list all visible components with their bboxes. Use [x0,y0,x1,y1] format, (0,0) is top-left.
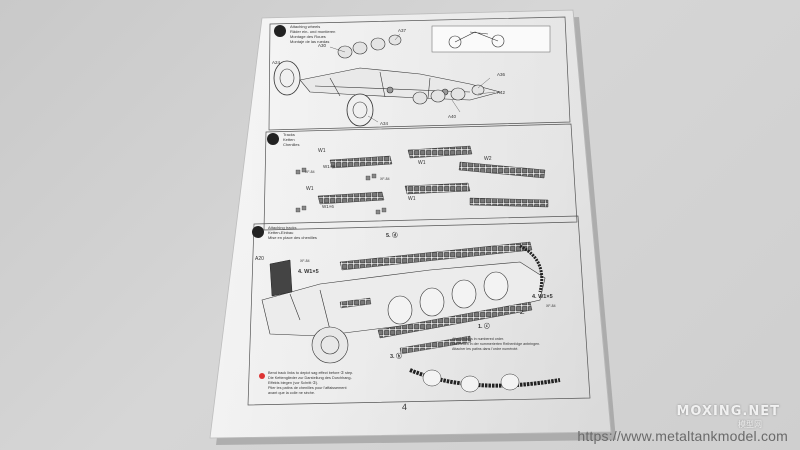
step-5-title-3: Montage des Roues [290,34,326,39]
part-a36: A36 [497,72,506,77]
track-strip-4 [317,191,385,205]
front-wheel-right [346,93,374,127]
part-a20: A20 [255,256,264,262]
step-6-panel: 6 Tracks Ketten Chenilles W1 [263,123,578,231]
page-number: 4 [401,401,408,413]
road-wheel-set-bottom [412,84,485,105]
note-line-2: Die Ketten in der nummerierten Reihenfol… [452,342,540,346]
step-5-title-2: Räder ein- und montieren [290,29,335,34]
part-w1x6: W1×6 [322,204,334,209]
watermark-brand: MOXING.NET [676,404,780,419]
track-strip-6 [469,197,549,208]
track-strip-5 [404,182,471,195]
inset-vehicle-view [431,25,551,53]
footnote-block: Bend track links to depict sag effect be… [259,371,353,395]
note-line-1: Attach tracks in numbered order. [452,337,504,341]
track-links-loose [339,297,472,355]
step-7-title-2: Ketten-Einbau [268,230,293,235]
track-links-cluster [295,167,387,215]
part-w1x5-a: W1×5 [323,164,335,169]
part-xf84-a: XF-84 [305,170,315,174]
part-a34: A34 [380,121,389,126]
part-w1-c: W1 [306,186,314,192]
track-sag-detail [409,368,561,393]
step-5-title-1: Attaching wheels [290,24,320,29]
track-run-lower [377,301,533,339]
footnote-line-2: Die Kettenglieder zur Darstellung des Du… [268,376,353,380]
chassis-drawing [299,67,502,101]
track-run-upper [339,241,544,293]
step-5-number: 5 [277,28,283,38]
step-6-title-2: Ketten [283,137,295,142]
step-6-title-3: Chenilles [283,142,299,147]
callout-1c: 1. ⓒ [478,322,490,330]
step-7-panel: 7 Attaching tracks Ketten-Einbau Mise en… [247,215,591,406]
step-5-panel: 5 Attaching wheels Räder ein- und montie… [268,16,571,131]
callout-4w1-right: 4. W1×5 [532,294,553,300]
part-w1-b: W1 [418,160,426,166]
callout-5d: 5. ⓓ [386,231,398,239]
part-a40: A40 [448,114,457,119]
front-wheel-left [273,60,301,96]
footnote-line-4: Plier les patins de chenilles pour l'aff… [268,386,347,390]
step-7-number: 7 [255,229,261,239]
track-strip-3 [458,161,546,179]
footnote-line-1: Bend track links to depict sag effect be… [268,371,353,375]
footnote-line-3: Effekts biegen (vor Schritt ②). [268,381,318,385]
halftrack-drawing [261,261,546,364]
track-strip-1 [329,155,393,169]
part-a37: A37 [398,28,407,33]
step-5-title-4: Montaje de las ruedas [290,39,329,44]
callout-3b: 3. ⓑ [390,352,402,360]
watermark-brand-sub: 模型网 [738,420,762,429]
step-7-title-3: Mise en place des chenilles [268,235,317,240]
part-a24: A24 [272,60,281,65]
callout-2: 2. [520,310,525,316]
step-6-number: 6 [270,136,276,146]
step-7-title-1: Attaching tracks [268,225,296,230]
watermark-url: https://www.metaltankmodel.com [577,428,788,444]
track-strip-2 [407,145,473,159]
part-w1-d: W1 [408,196,416,202]
leader-lines-5 [329,33,496,123]
part-xf84-c: XF-84 [300,259,310,263]
part-xf84-b: XF-84 [380,177,390,181]
part-a42: A42 [497,90,506,95]
callout-4w1-left: 4. W1×5 [298,269,319,275]
note-line-3: Attacher les patins dans l'ordre numérot… [452,347,518,351]
step-6-title-1: Tracks [283,132,295,137]
part-a20-drawing [269,259,293,297]
part-w1-a: W1 [318,148,326,154]
footnote-line-5: avant que la colle ne sèche. [268,391,315,395]
part-w2: W2 [484,156,492,162]
part-xf84-d: XF-84 [546,304,556,308]
note-block: Attach tracks in numbered order. Die Ket… [452,337,540,351]
part-a30: A30 [318,43,327,48]
